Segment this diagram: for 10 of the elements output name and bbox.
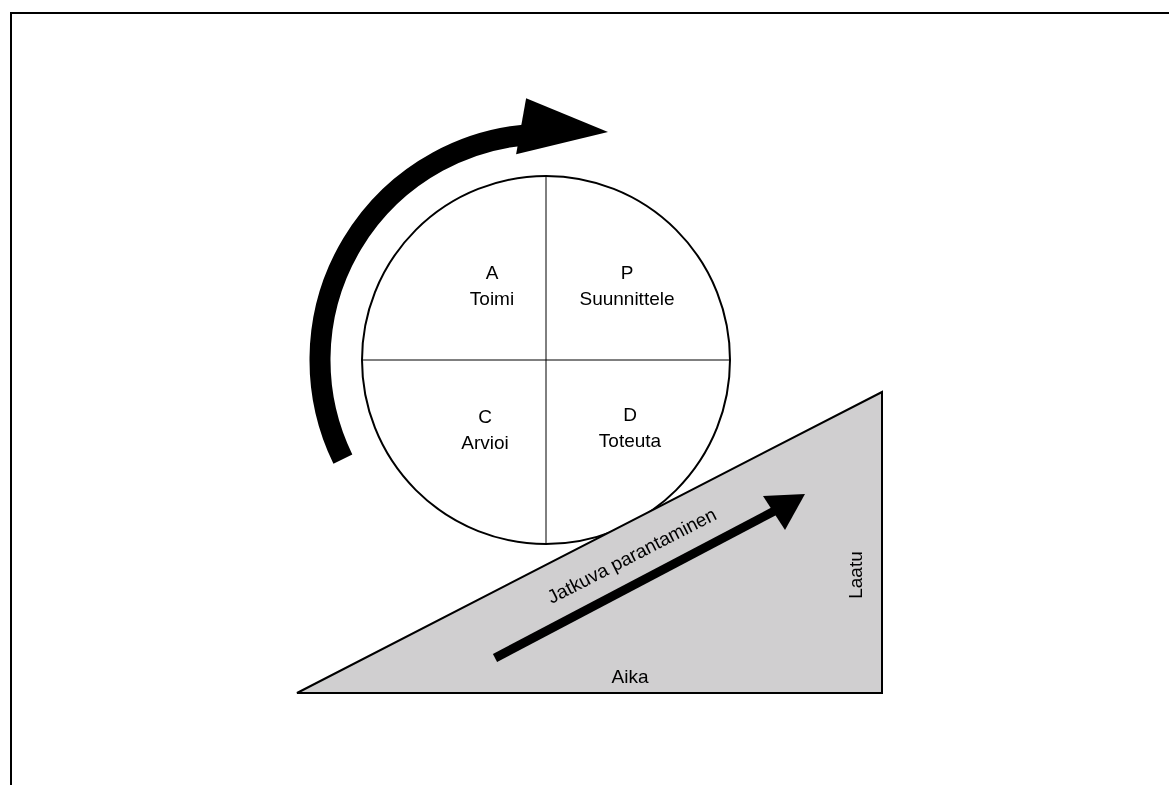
quadrant-letter: A <box>485 261 499 285</box>
axis-label: Laatu <box>845 551 867 599</box>
quadrant-label: Toimi <box>469 287 515 311</box>
axis-label: Aika <box>611 666 649 688</box>
quadrant-letter: P <box>620 261 634 285</box>
quadrant-label: Arvioi <box>461 431 509 455</box>
quadrant-letter: C <box>478 405 492 429</box>
quadrant-label: Toteuta <box>598 429 662 453</box>
quadrant-label: Suunnittele <box>579 287 675 311</box>
quadrant-letter: D <box>623 403 637 427</box>
